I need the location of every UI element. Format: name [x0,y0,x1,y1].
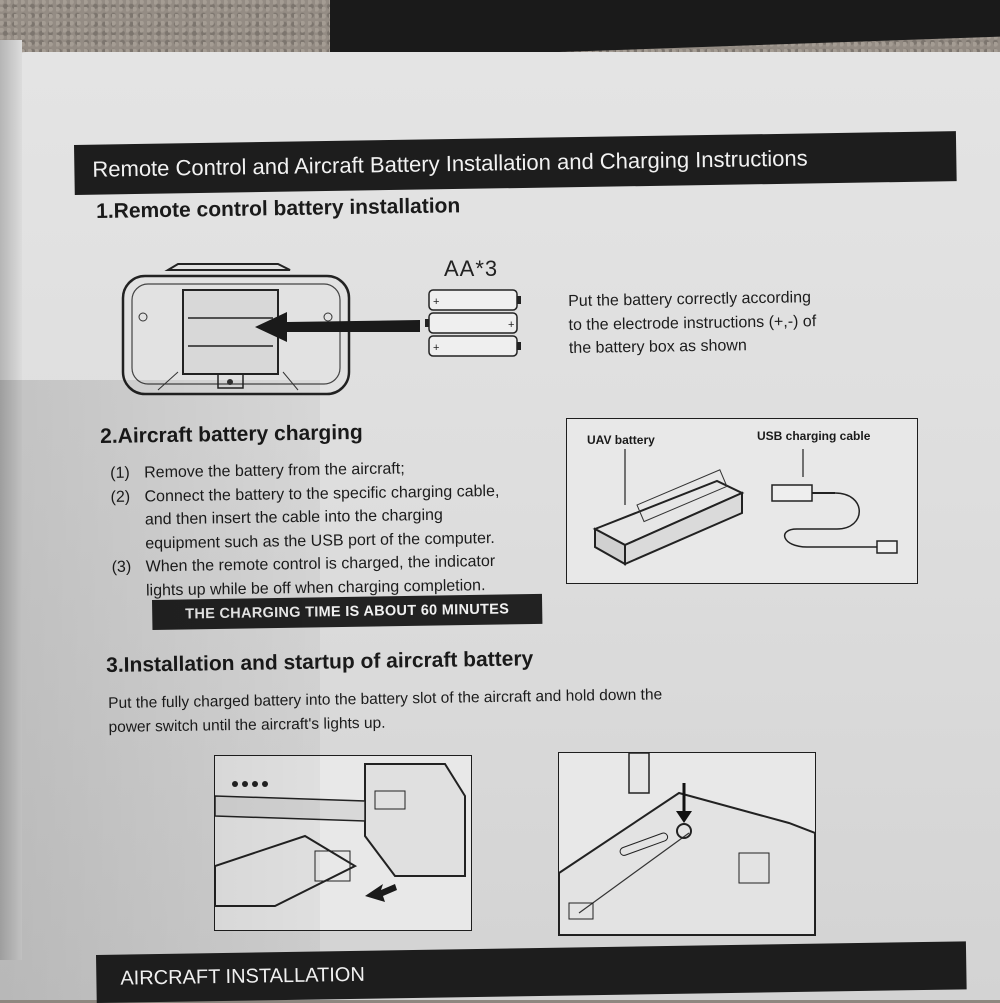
charging-diagram-frame: UAV battery USB charging cable [566,418,918,584]
page-spine [0,40,22,960]
step-number: (2) [110,488,131,506]
remote-control-illustration [121,263,351,396]
aircraft-battery-slot-icon [214,763,466,907]
charging-time-note: THE CHARGING TIME IS ABOUT 60 MINUTES [152,593,543,630]
svg-text:+: + [508,319,514,331]
uav-battery-label: UAV battery [587,433,655,447]
insert-arrow-icon [255,312,420,342]
step-number: (3) [111,558,132,576]
svg-text:+: + [433,296,439,308]
step-text: Connect the battery to the specific char… [144,482,500,505]
section2-heading: 2.Aircraft battery charging [100,420,363,448]
instruction-line: the battery box as shown [568,337,747,357]
step-number: (1) [110,464,130,482]
battery-instruction: Put the battery correctly according to t… [568,286,817,360]
power-switch-illustration [558,752,816,936]
step-text: Remove the battery from the aircraft; [144,460,405,482]
usb-cable-label: USB charging cable [757,429,871,443]
svg-text:+: + [433,342,439,354]
step-text: When the remote control is charged, the … [145,552,496,576]
aa-batteries-icon: + + + [425,289,521,357]
aircraft-power-switch-icon [558,752,816,936]
instruction-line: to the electrode instructions (+,-) of [568,312,817,334]
battery-count-label: AA*3 [444,256,499,281]
instruction-line: Put the battery correctly according [568,289,812,310]
section3-text: Put the fully charged battery into the b… [108,683,663,739]
uav-battery-charging-icon [592,449,898,566]
charging-steps: (1) Remove the battery from the aircraft;… [110,456,501,603]
battery-insertion-illustration [214,755,472,931]
